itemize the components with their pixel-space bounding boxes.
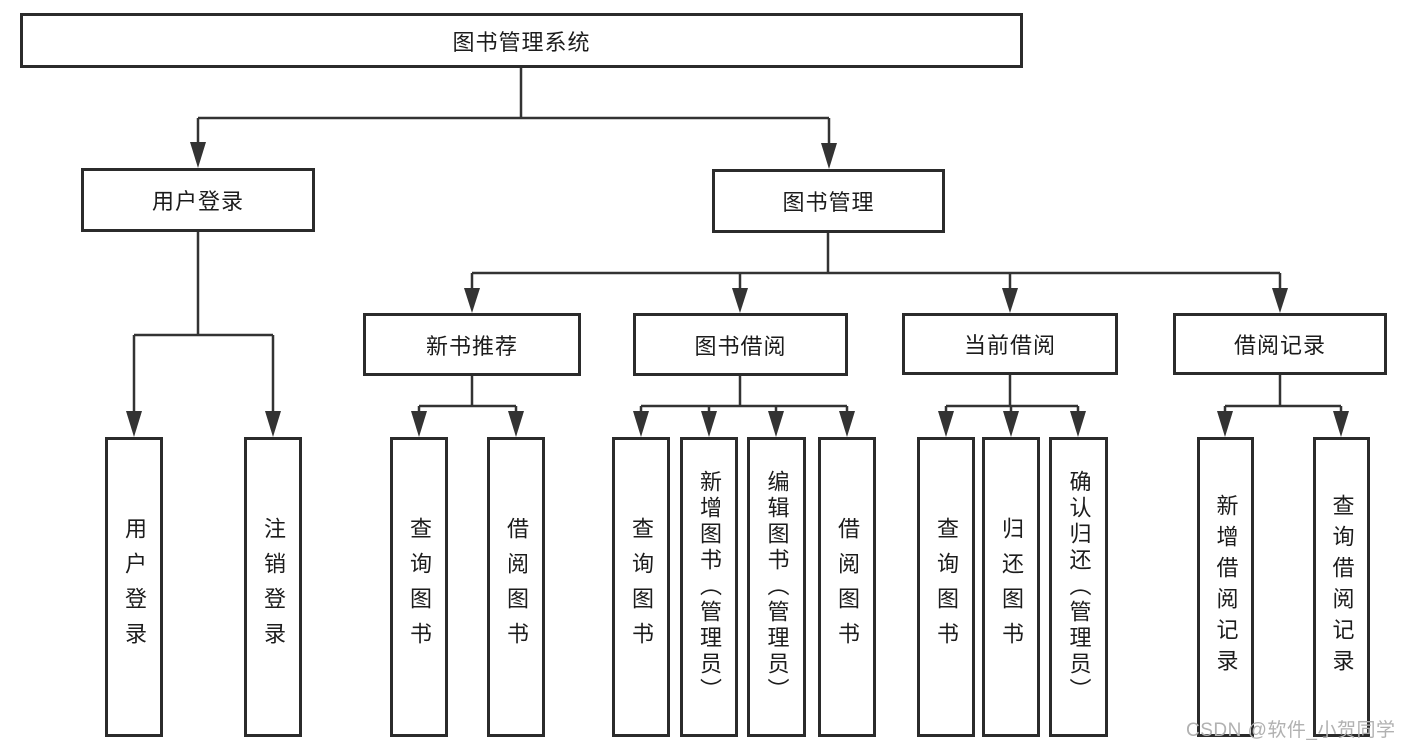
csdn-watermark: CSDN @软件_小贺同学 bbox=[1186, 720, 1396, 741]
leaf-nb-query-books: 查询图书 bbox=[390, 437, 448, 737]
leaf-cb-query-books: 查询图书 bbox=[917, 437, 975, 737]
node-borrow-records: 借阅记录 bbox=[1173, 313, 1387, 375]
node-book-borrow: 图书借阅 bbox=[633, 313, 848, 376]
leaf-nb-borrow-books: 借阅图书 bbox=[487, 437, 545, 737]
node-user-login: 用户登录 bbox=[81, 168, 315, 232]
node-current-borrow: 当前借阅 bbox=[902, 313, 1118, 375]
arrowheads bbox=[126, 142, 1349, 437]
leaf-bb-add-books-admin: 新增图书（管理员） bbox=[680, 437, 738, 737]
node-book-management: 图书管理 bbox=[712, 169, 945, 233]
leaf-logout: 注销登录 bbox=[244, 437, 302, 737]
leaf-bb-query-books: 查询图书 bbox=[612, 437, 670, 737]
node-root-system: 图书管理系统 bbox=[20, 13, 1023, 68]
leaf-user-login: 用户登录 bbox=[105, 437, 163, 737]
node-new-book-recommend: 新书推荐 bbox=[363, 313, 581, 376]
leaf-br-add-record: 新增借阅记录 bbox=[1197, 437, 1254, 737]
leaf-cb-return-books: 归还图书 bbox=[982, 437, 1040, 737]
leaf-bb-borrow-books: 借阅图书 bbox=[818, 437, 876, 737]
leaf-bb-edit-books-admin: 编辑图书（管理员） bbox=[747, 437, 806, 737]
leaf-br-query-record: 查询借阅记录 bbox=[1313, 437, 1370, 737]
leaf-cb-confirm-return-admin: 确认归还（管理员） bbox=[1049, 437, 1108, 737]
